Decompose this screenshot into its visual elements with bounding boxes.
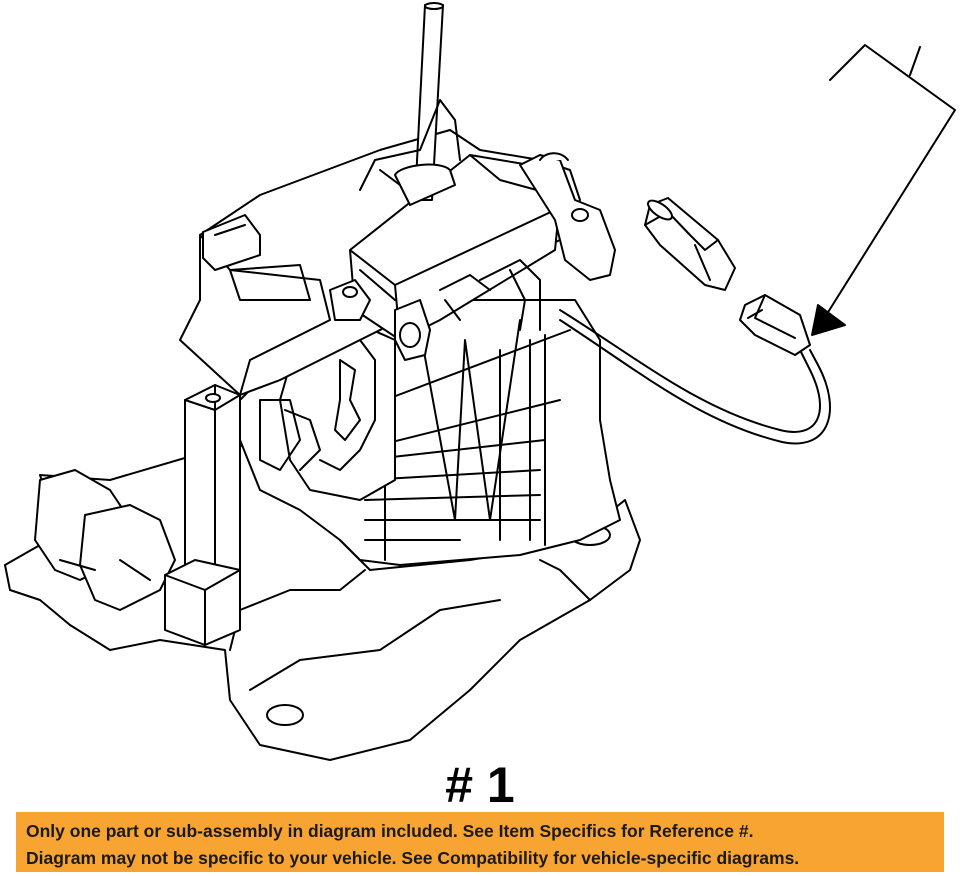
connector-cap [644,197,736,291]
callout-label: # 1 [445,757,515,813]
wire-harness [559,309,821,433]
shifter-assembly-diagram [4,2,956,761]
shifter-block [349,154,561,341]
disclaimer-line-1: Only one part or sub-assembly in diagram… [26,821,754,841]
callout-arrow [811,304,846,336]
disclaimer-line-2: Diagram may not be specific to your vehi… [26,848,800,868]
callout-leader [819,44,956,326]
disclaimer-banner: Only one part or sub-assembly in diagram… [16,812,944,872]
bolt-hole-left [266,704,304,726]
connector-plug [739,294,811,356]
